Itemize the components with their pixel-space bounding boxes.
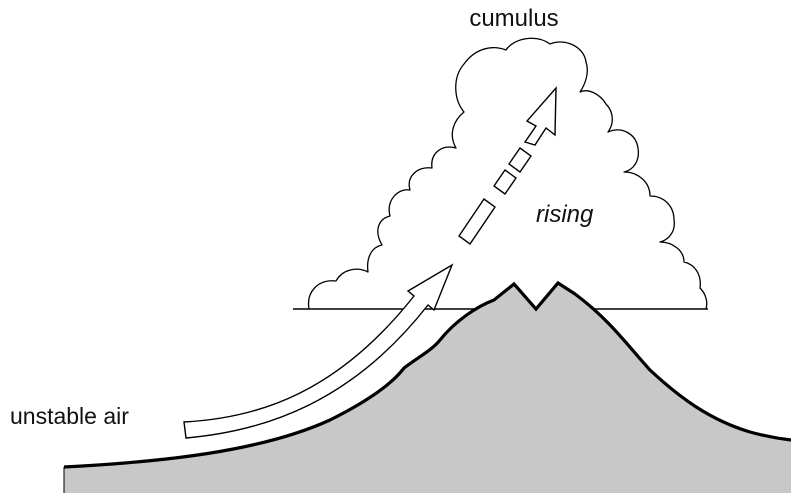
rising-air-arrow	[458, 86, 557, 245]
unstable-air-label: unstable air	[10, 403, 129, 429]
mountain-ridge-line	[63, 280, 791, 469]
rising-arrow-head	[523, 86, 557, 146]
rising-arrow-segment	[508, 147, 532, 173]
rising-label: rising	[536, 201, 594, 228]
unstable-air-arrow	[183, 263, 454, 439]
rising-arrow-segment	[458, 198, 496, 245]
rising-arrow-segment	[493, 169, 517, 195]
mountain-ground	[64, 283, 791, 493]
cumulus-label: cumulus	[469, 5, 558, 32]
